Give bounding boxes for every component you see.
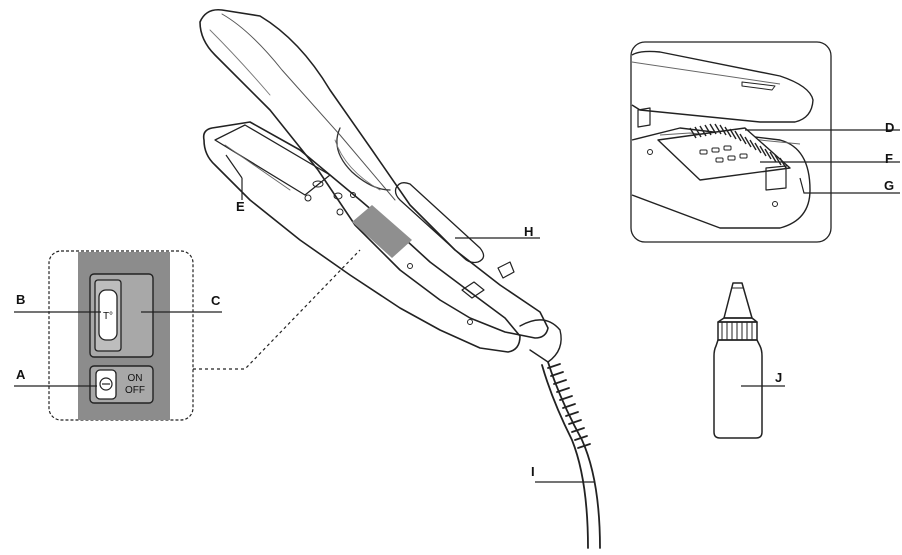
serum-bottle	[713, 282, 763, 439]
temperature-label: T°	[103, 311, 113, 322]
label-i: I	[531, 464, 535, 479]
brush-detail-inset	[630, 41, 832, 243]
control-panel-inset: T° ON OFF	[48, 249, 361, 421]
label-h: H	[524, 224, 533, 239]
label-e: E	[236, 199, 245, 214]
slot-h	[394, 182, 485, 264]
label-b: B	[16, 292, 25, 307]
upper-arm	[199, 8, 549, 339]
on-label: ON	[128, 373, 143, 384]
off-label: OFF	[125, 385, 145, 396]
control-panel-shade	[352, 205, 412, 258]
label-d: D	[885, 120, 894, 135]
label-f: F	[885, 151, 893, 166]
lower-arm	[202, 121, 521, 353]
power-cord	[547, 361, 601, 549]
label-j: J	[775, 370, 782, 385]
label-c: C	[211, 293, 221, 308]
label-g: G	[884, 178, 894, 193]
lower-plate	[214, 124, 331, 196]
brush-block	[657, 127, 791, 181]
strain-relief	[547, 363, 591, 449]
bristles	[689, 123, 787, 169]
leader-lines	[14, 129, 900, 483]
straightener-illustration	[199, 8, 601, 549]
label-a: A	[16, 367, 26, 382]
